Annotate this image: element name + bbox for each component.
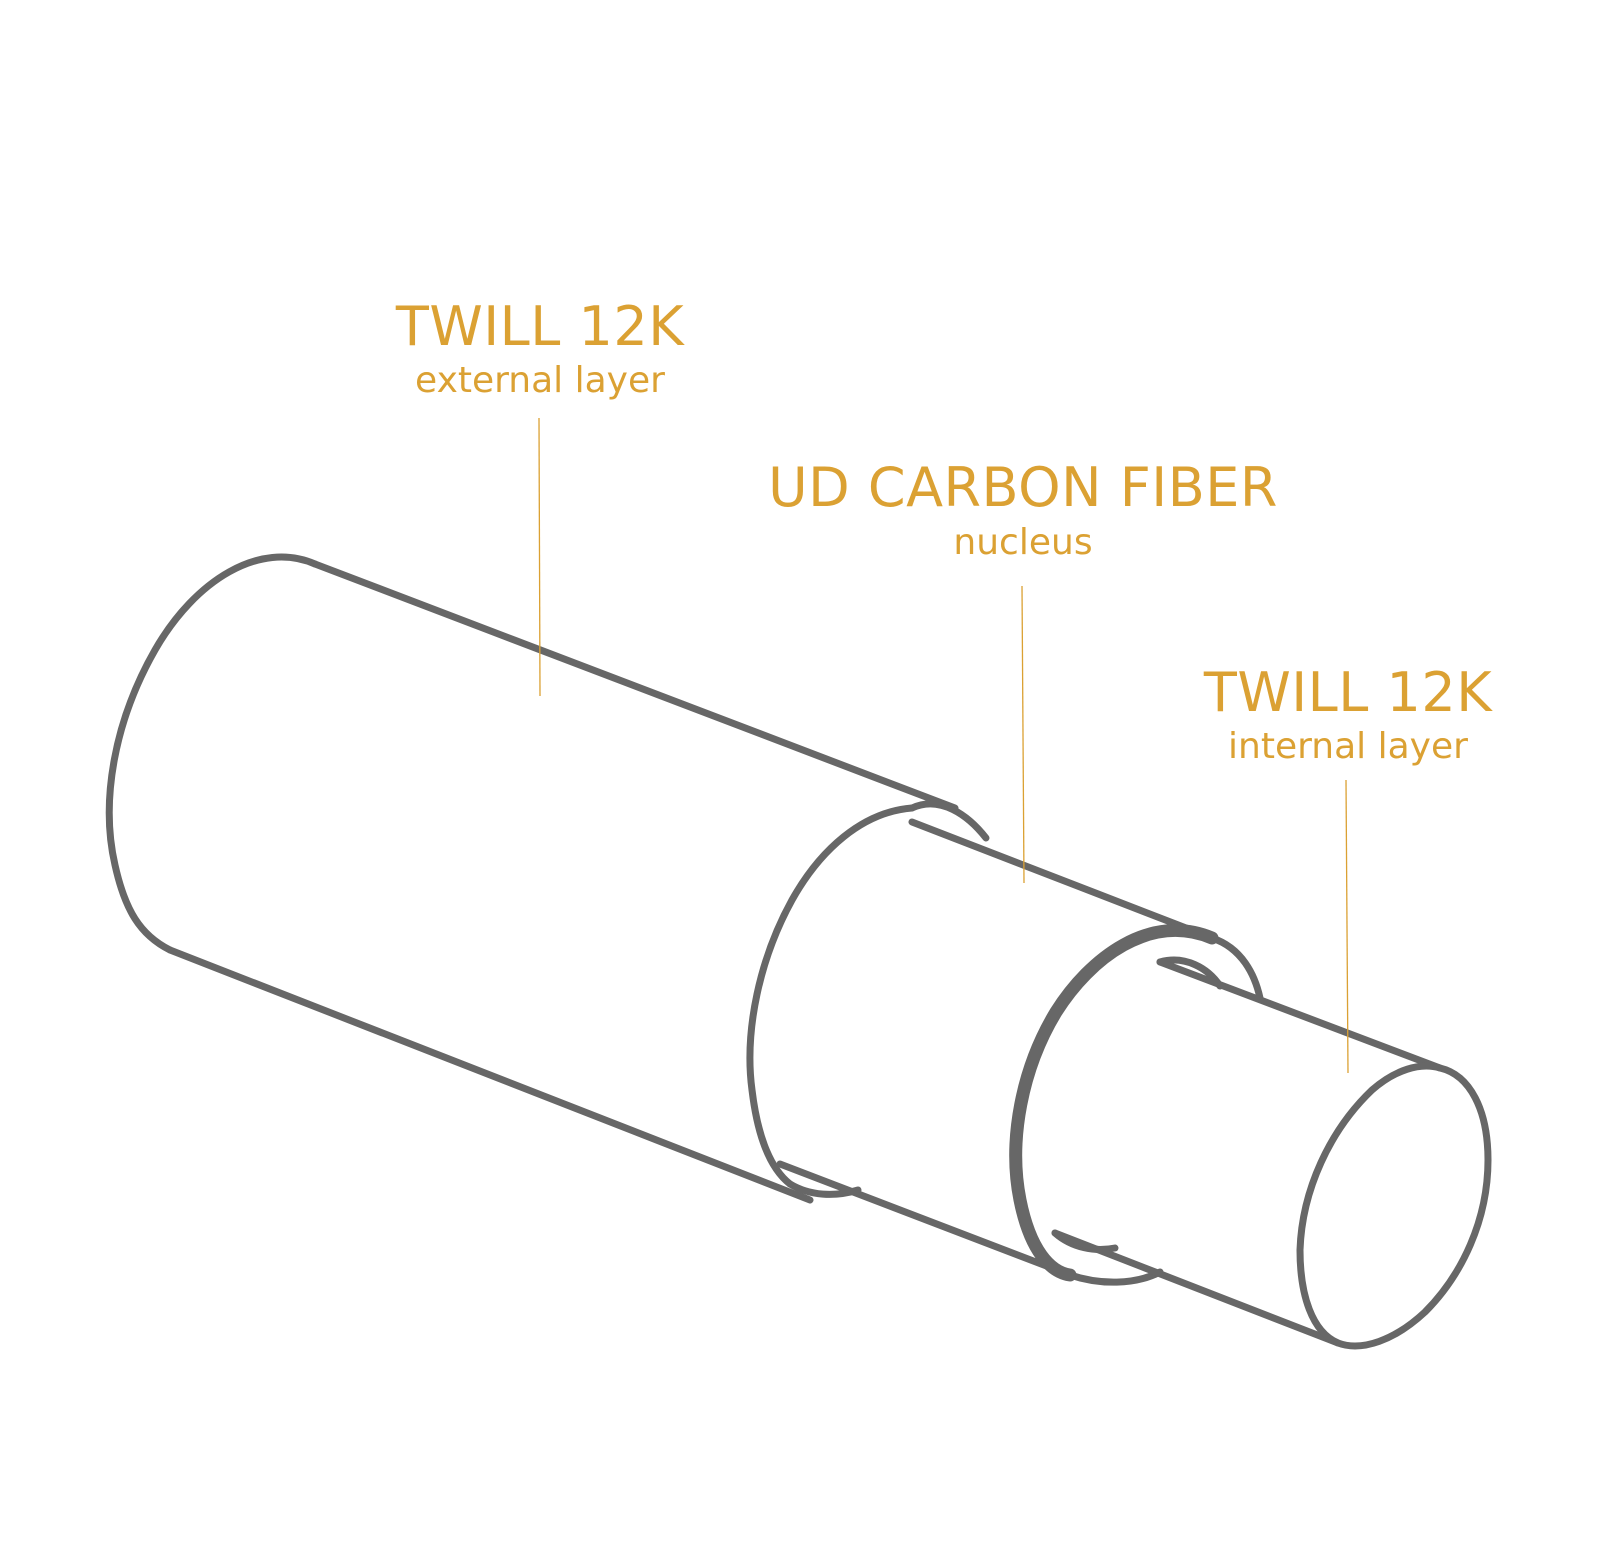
- nucleus-bottom-edge: [776, 1160, 1074, 1279]
- internal-layer-end-ellipse: [1296, 1062, 1492, 1350]
- external-layer-top-edge: [311, 560, 959, 812]
- nucleus-title: UD CARBON FIBER: [768, 456, 1278, 519]
- external-layer-rim-top: [908, 800, 990, 842]
- external-layer-cylinder: [105, 553, 990, 1204]
- internal-layer-bottom-edge: [1051, 1229, 1342, 1347]
- internal-layer-top-edge: [1156, 958, 1444, 1072]
- nucleus-leader-line: [1021, 585, 1025, 884]
- internal-layer-thick-end-ellipse: [1009, 924, 1219, 1282]
- nucleus-rim-top: [1208, 934, 1264, 1002]
- nucleus-subtitle: nucleus: [953, 522, 1092, 563]
- external-layer-leader-line: [538, 417, 541, 697]
- internal-layer-subtitle: internal layer: [1228, 726, 1468, 767]
- nucleus-rim-bottom: [1066, 1268, 1164, 1286]
- external-layer-end-ellipse: [105, 553, 319, 954]
- external-layer-subtitle: external layer: [415, 360, 665, 401]
- nucleus-top-edge: [908, 818, 1216, 942]
- internal-layer-title: TWILL 12K: [1203, 661, 1493, 724]
- external-layer-bottom-edge: [166, 946, 814, 1204]
- external-layer-title: TWILL 12K: [395, 295, 685, 358]
- nucleus-cylinder: [746, 804, 1264, 1286]
- nucleus-end-ellipse: [746, 804, 916, 1188]
- internal-layer-cylinder: [1009, 924, 1492, 1350]
- internal-layer-leader-line: [1345, 779, 1349, 1074]
